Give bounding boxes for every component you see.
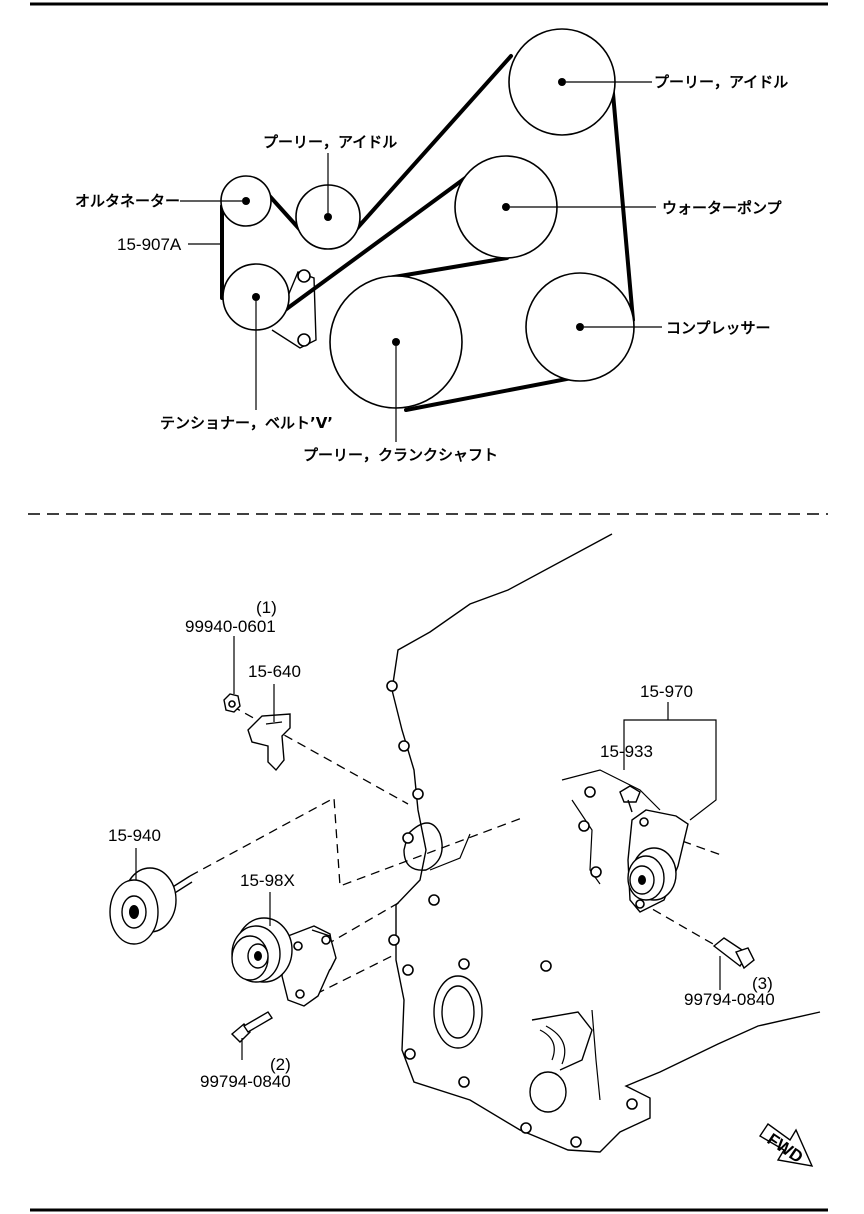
- label-tensioner: テンショナー，ベルト’V’: [160, 414, 333, 432]
- label-alternator: オルタネーター: [75, 192, 180, 210]
- callout-bolt-3-qty: (3): [752, 974, 773, 993]
- label-water-pump: ウォーターポンプ: [662, 199, 783, 217]
- bolt-15-933: [619, 785, 641, 813]
- callout-idler-pulley: 15-940: [108, 826, 161, 845]
- label-compressor: コンプレッサー: [666, 319, 771, 337]
- callout-tensioner-set: 15-970: [640, 682, 693, 701]
- bracket-15-640: [247, 713, 291, 772]
- bolt-99794-0840-lower: [230, 1011, 273, 1043]
- fwd-direction-arrow: FWD: [759, 1123, 814, 1167]
- label-15-907a: 15-907A: [117, 235, 182, 254]
- belt-routing-diagram: プーリー，アイドル プーリー，アイドル オルタネーター 15-907A ウォータ…: [75, 28, 788, 464]
- tensioner-arm: [271, 269, 317, 349]
- callout-bracket: 15-640: [248, 662, 301, 681]
- callout-bolt-2-qty: (2): [270, 1055, 291, 1074]
- bolt-99794-0840-right: [712, 937, 755, 970]
- idler-pulley-15-940: [109, 867, 193, 945]
- callout-tensioner-assy: 15-98X: [240, 871, 295, 890]
- callout-bolt-933: 15-933: [600, 742, 653, 761]
- tensioner-set-15-970: [627, 809, 689, 913]
- callout-bolt-3-num: 99794-0840: [684, 990, 775, 1009]
- bolt-99940-0601: [223, 693, 241, 713]
- callout-bolt-2-num: 99794-0840: [200, 1072, 291, 1091]
- exploded-view: (1) 99940-0601 15-640 15-940 15-98X (2) …: [108, 533, 821, 1167]
- callout-bolt-1-num: 99940-0601: [185, 617, 276, 636]
- callout-bolt-1-qty: (1): [256, 598, 277, 617]
- label-idler-top-right: プーリー，アイドル: [654, 73, 788, 91]
- engine-front-cover: [386, 533, 821, 1153]
- tensioner-assy-15-98x: [231, 917, 337, 1007]
- label-idler-small: プーリー，アイドル: [263, 133, 397, 151]
- label-crankshaft: プーリー，クランクシャフト: [303, 446, 498, 464]
